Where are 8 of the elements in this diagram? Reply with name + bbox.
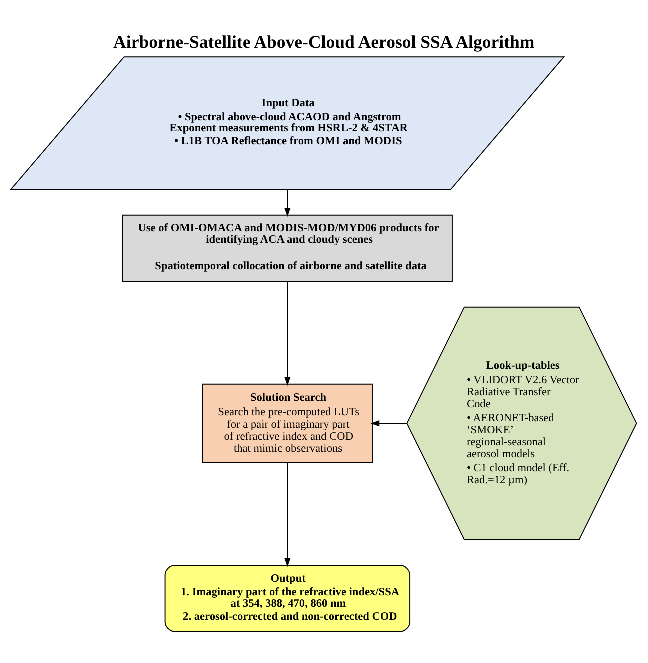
arrow (284, 282, 291, 386)
arrow (284, 190, 291, 217)
node-box: Output 1. Imaginary part of the refractive index/SSA at 354, 388, 470, 860 nm 2. aerosol-corrected and non-corrected COD (164, 565, 411, 632)
arrow (284, 462, 291, 568)
diagram-title: Airborne-Satellite Above-Cloud Aerosol SSA Algorithm (114, 32, 535, 52)
arrow (370, 420, 407, 427)
node-box: Use of OMI-OMACA and MODIS-MOD/MYD06 products for identifying ACA and cloudy scenes Spatiotemporal collocation of airborne and satellite data (122, 214, 453, 282)
node-box: Solution Search Search the pre-computed LUTs for a pair of imaginary part of refractive index and COD that mimic observations (202, 384, 373, 464)
